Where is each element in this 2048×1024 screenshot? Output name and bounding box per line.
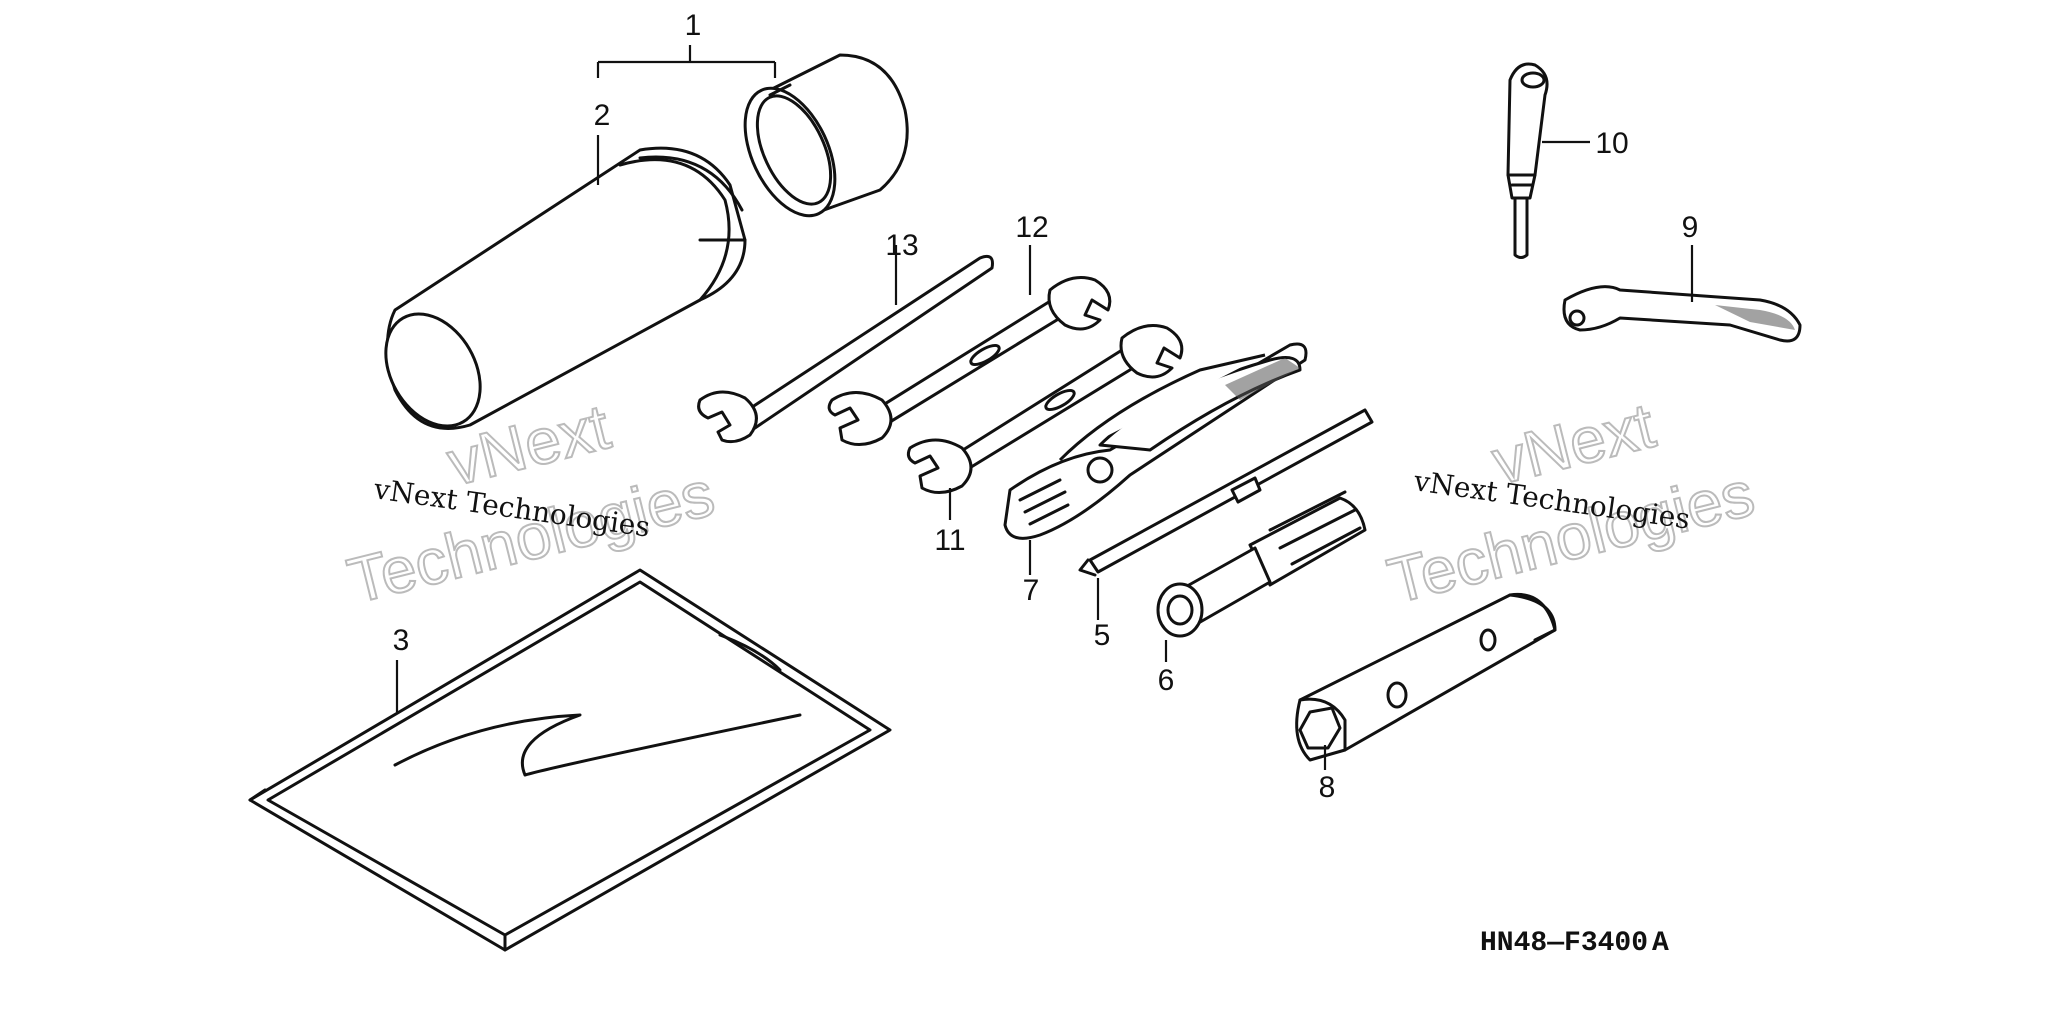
bracket-1 <box>596 45 777 78</box>
box-spanner-8 <box>1295 592 1557 762</box>
part-number-7: 7 <box>1023 574 1040 607</box>
screwdriver-bit <box>1078 408 1374 577</box>
screwdriver-grip-10 <box>1506 62 1549 259</box>
part-number-10: 10 <box>1595 127 1628 160</box>
part-number-13: 13 <box>885 229 918 262</box>
double-open-wrench-11 <box>906 324 1184 494</box>
part-number-12: 12 <box>1015 211 1048 244</box>
part-number-9: 9 <box>1682 211 1699 244</box>
part-number-3: 3 <box>393 624 410 657</box>
owners-manual-bag <box>248 568 892 952</box>
part-number-5: 5 <box>1094 619 1111 652</box>
part-number-6: 6 <box>1158 664 1175 697</box>
double-open-wrench-12 <box>827 276 1112 446</box>
part-number-8: 8 <box>1319 771 1336 804</box>
socket-wrench-handle <box>1156 490 1367 638</box>
part-number-1: 1 <box>685 9 702 42</box>
drawing-code-main: HN48—F3400 <box>1480 928 1648 959</box>
pliers <box>1003 342 1308 540</box>
drawing-code-suffix: A <box>1652 928 1669 959</box>
tool-case-tube <box>384 146 747 430</box>
part-number-11: 11 <box>934 524 965 557</box>
tool-case-cap <box>743 53 909 218</box>
part-number-2: 2 <box>594 99 611 132</box>
pin-spanner-9 <box>1562 285 1802 343</box>
open-end-wrench-13 <box>697 254 994 444</box>
